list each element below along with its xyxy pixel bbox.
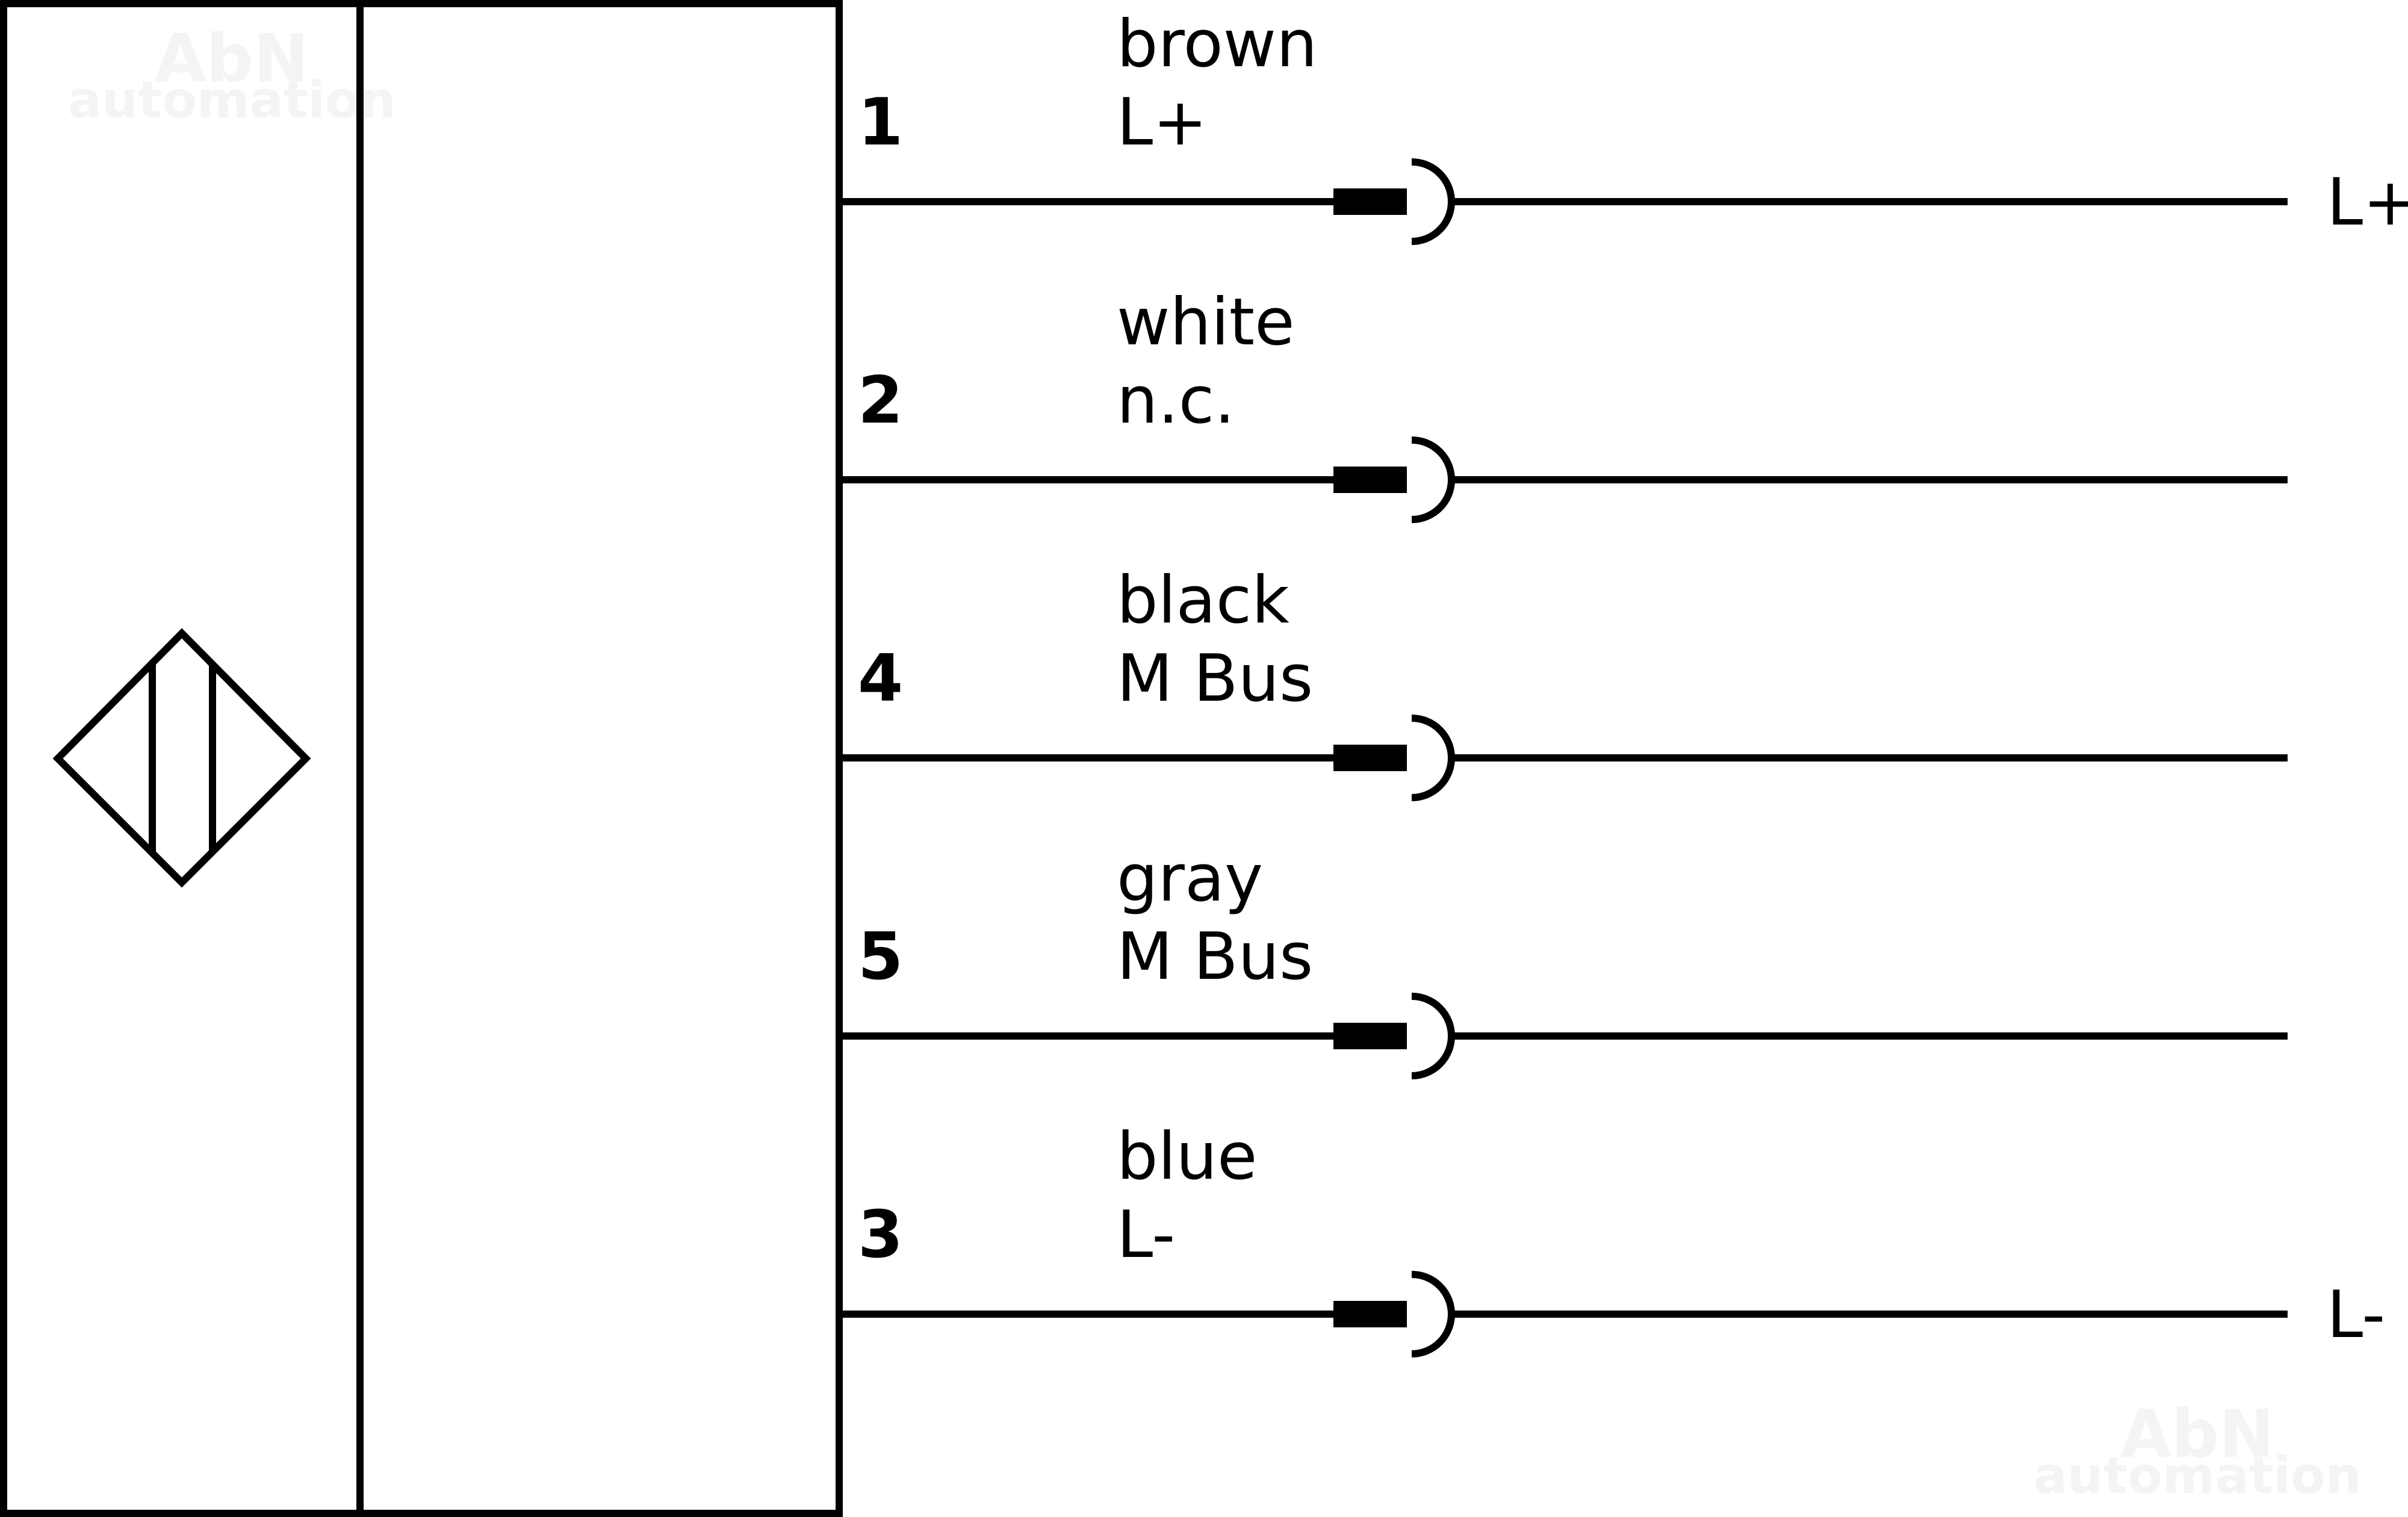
svg-text:automation: automation	[2033, 1446, 2361, 1505]
wire-color-label: blue	[1117, 1119, 1257, 1194]
connector-plug	[1333, 1023, 1407, 1049]
sensor-housing	[0, 0, 843, 1517]
terminal-label: L-	[2327, 1277, 2385, 1353]
wire-color-label: brown	[1117, 7, 1317, 82]
sensor-diamond	[52, 628, 311, 888]
watermark-bottom-right: AbN automation	[2033, 1395, 2361, 1505]
connector-socket	[1411, 436, 1455, 523]
pin-number: 2	[858, 363, 903, 438]
svg-text:AbN: AbN	[2120, 1395, 2274, 1472]
watermark-top-left: AbN automation	[67, 20, 396, 129]
connector-plug	[1333, 745, 1407, 771]
wire-signal-label: M Bus	[1117, 919, 1313, 994]
connector-socket	[1411, 993, 1455, 1079]
terminal-label: L+	[2327, 165, 2408, 240]
pin-number: 5	[858, 919, 903, 994]
wire-color-label: black	[1117, 563, 1289, 638]
wire-signal-label: L+	[1117, 85, 1208, 160]
connector-plug	[1333, 188, 1407, 215]
svg-text:automation: automation	[67, 70, 396, 129]
housing-outline	[0, 0, 843, 1517]
pin-number: 4	[858, 641, 903, 716]
inductive-sensor-icon	[52, 628, 311, 888]
wire-color-label: white	[1117, 285, 1295, 360]
connector-plug	[1333, 1301, 1407, 1327]
svg-text:AbN: AbN	[155, 20, 309, 97]
connector-socket	[1411, 158, 1455, 245]
wire-signal-label: M Bus	[1117, 641, 1313, 716]
connector-socket	[1411, 1271, 1455, 1357]
wire-signal-label: n.c.	[1117, 363, 1235, 438]
wire-color-label: gray	[1117, 841, 1263, 916]
wire-signal-label: L-	[1117, 1197, 1175, 1273]
pin-number: 1	[858, 85, 903, 160]
connector-socket	[1411, 715, 1455, 801]
connector-plug	[1333, 467, 1407, 493]
pin-number: 3	[858, 1197, 903, 1273]
